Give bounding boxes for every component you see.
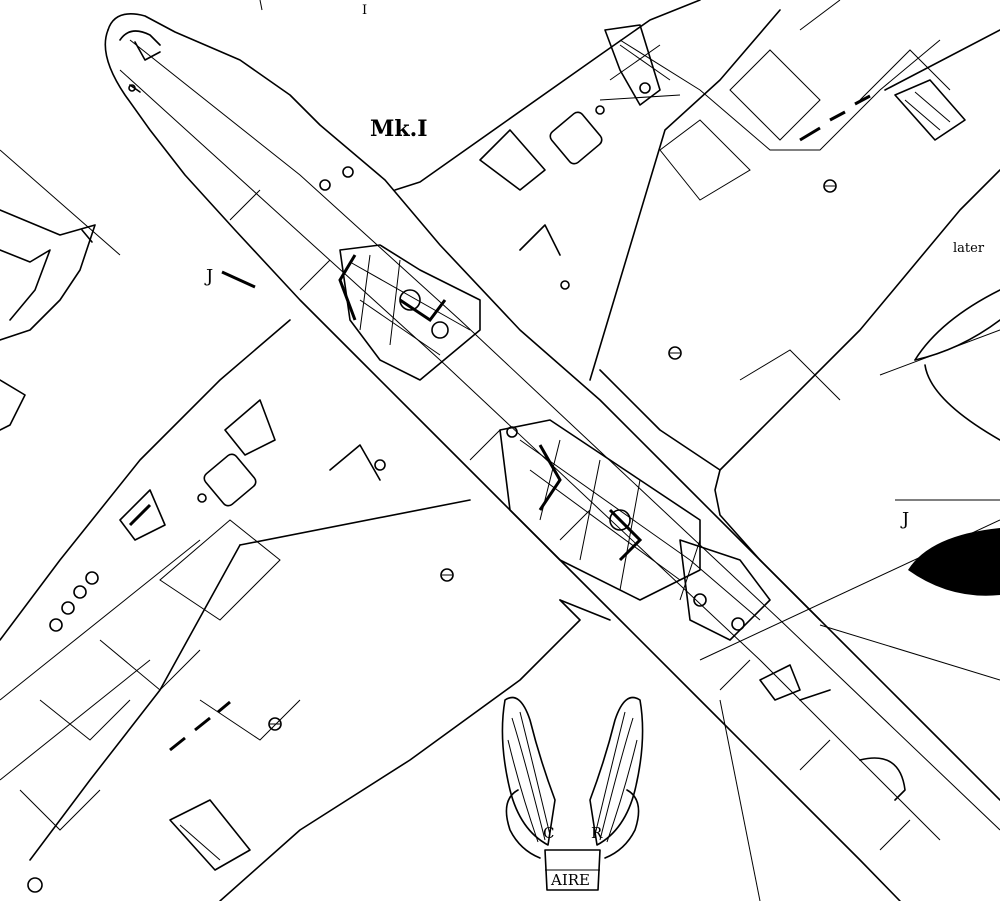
tick-label-top: I xyxy=(362,3,367,18)
mark-label: Mk.I xyxy=(370,116,428,142)
black-profile-shape xyxy=(908,528,1000,596)
logo-letter-c: C xyxy=(543,824,554,842)
section-letter-left: J xyxy=(204,266,213,287)
fuselage xyxy=(104,13,1000,901)
section-marker-right: J xyxy=(900,509,909,530)
winged-logo: C R AIRE xyxy=(501,696,644,891)
logo-banner-text: AIRE xyxy=(550,871,590,889)
later-profile-detail xyxy=(879,289,1000,596)
later-label: later xyxy=(953,241,985,256)
section-letter-right: J xyxy=(900,509,909,530)
adjacent-drawing-left xyxy=(0,149,121,431)
logo-letter-r: R xyxy=(591,824,603,842)
section-marker-left: J xyxy=(204,266,256,289)
